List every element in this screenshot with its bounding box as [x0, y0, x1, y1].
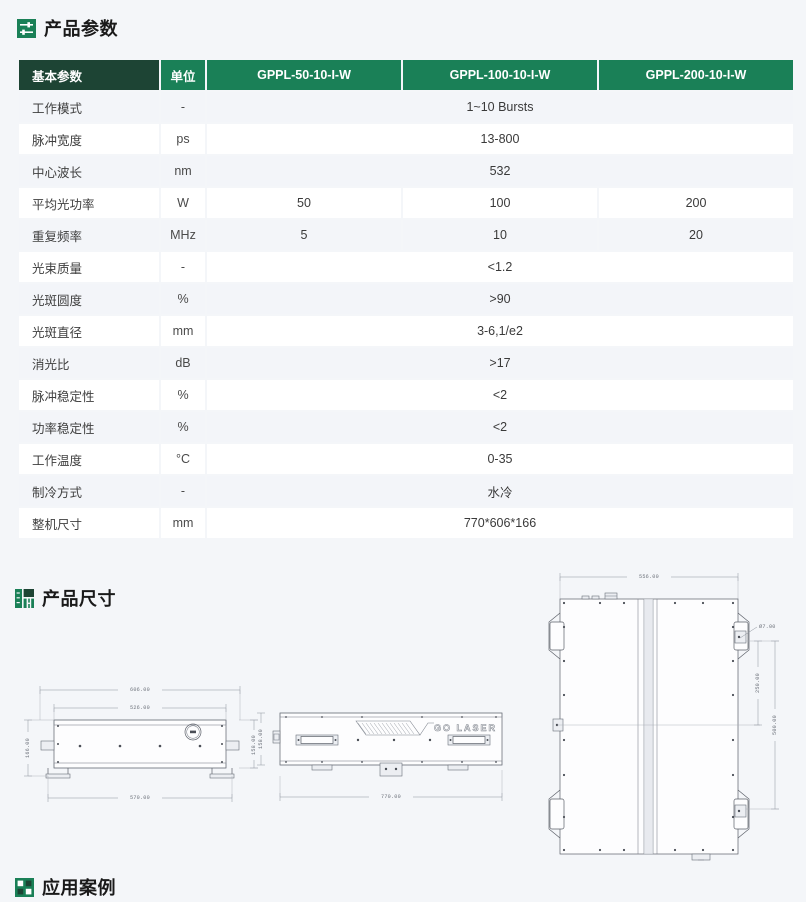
cell-unit: ps [161, 124, 205, 154]
spec-table-wrapper: 基本参数 单位 GPPL-50-10-I-W GPPL-100-10-I-W G… [17, 58, 793, 540]
sliders-icon [17, 19, 36, 38]
dim-overall-width: 606.00 [130, 687, 150, 693]
cell-value-merged: 770*606*166 [207, 508, 793, 538]
cell-unit: % [161, 380, 205, 410]
section-header-product-parameters: 产品参数 [17, 19, 118, 38]
drawing-front-view: GO LASER 158.00 [255, 712, 503, 802]
cell-unit: mm [161, 316, 205, 346]
cell-value: 10 [403, 220, 597, 250]
dim-depth: 500.00 [772, 715, 778, 735]
cell-unit: nm [161, 156, 205, 186]
cell-unit: - [161, 92, 205, 122]
cell-parameter-name: 整机尺寸 [19, 508, 159, 538]
dim-height: 166.00 [25, 738, 31, 758]
cell-unit: MHz [161, 220, 205, 250]
column-header-unit: 单位 [161, 60, 205, 90]
table-row: 制冷方式-水冷 [19, 476, 793, 506]
brand-label: GO LASER [434, 723, 497, 733]
cell-value-merged: <2 [207, 380, 793, 410]
cell-parameter-name: 平均光功率 [19, 188, 159, 218]
cell-parameter-name: 脉冲稳定性 [19, 380, 159, 410]
cell-value-merged: <1.2 [207, 252, 793, 282]
table-row: 工作模式-1~10 Bursts [19, 92, 793, 122]
cell-unit: mm [161, 508, 205, 538]
table-row: 功率稳定性%<2 [19, 412, 793, 442]
cell-parameter-name: 制冷方式 [19, 476, 159, 506]
cell-value: 100 [403, 188, 597, 218]
cell-unit: dB [161, 348, 205, 378]
cell-value: 20 [599, 220, 793, 250]
cell-value: 50 [207, 188, 401, 218]
cell-unit: °C [161, 444, 205, 474]
cell-unit: % [161, 284, 205, 314]
dim-inner-width: 526.00 [130, 705, 150, 711]
ruler-dimension-icon [15, 589, 34, 608]
cell-parameter-name: 脉冲宽度 [19, 124, 159, 154]
section-header-product-dimensions: 产品尺寸 [15, 589, 116, 608]
cell-parameter-name: 光束质量 [19, 252, 159, 282]
technical-drawings: 606.00 526.00 [0, 560, 806, 890]
table-row: 脉冲稳定性%<2 [19, 380, 793, 410]
cell-value-merged: 3-6,1/e2 [207, 316, 793, 346]
dim-right-height: 158.00 [251, 735, 257, 755]
section-title: 产品尺寸 [42, 588, 116, 609]
cell-value-merged: <2 [207, 412, 793, 442]
cell-unit: - [161, 252, 205, 282]
dim-length: 770.00 [381, 794, 401, 800]
table-row: 光束质量-<1.2 [19, 252, 793, 282]
dim-half-depth: 250.00 [755, 673, 761, 693]
drawing-top-view: 556.00 [548, 571, 781, 861]
column-header-model-1: GPPL-50-10-I-W [207, 60, 401, 90]
cell-parameter-name: 光斑直径 [19, 316, 159, 346]
dim-hole-diameter: Ø7.00 [759, 623, 776, 630]
dim-front-height: 158.00 [258, 729, 264, 749]
cell-unit: % [161, 412, 205, 442]
cell-value-merged: 13-800 [207, 124, 793, 154]
cell-value-merged: 0-35 [207, 444, 793, 474]
column-header-basic-parameter: 基本参数 [19, 60, 159, 90]
table-row: 光斑圆度%>90 [19, 284, 793, 314]
section-title: 应用案例 [42, 877, 116, 898]
column-header-model-3: GPPL-200-10-I-W [599, 60, 793, 90]
cell-value-merged: 1~10 Bursts [207, 92, 793, 122]
cell-value-merged: 水冷 [207, 476, 793, 506]
table-header: 基本参数 单位 GPPL-50-10-I-W GPPL-100-10-I-W G… [19, 60, 793, 90]
table-header-row: 基本参数 单位 GPPL-50-10-I-W GPPL-100-10-I-W G… [19, 60, 793, 90]
dim-top-width: 556.00 [639, 574, 659, 580]
cell-parameter-name: 中心波长 [19, 156, 159, 186]
cell-parameter-name: 功率稳定性 [19, 412, 159, 442]
cell-value: 200 [599, 188, 793, 218]
cell-value-merged: >17 [207, 348, 793, 378]
cell-parameter-name: 工作温度 [19, 444, 159, 474]
section-title: 产品参数 [44, 18, 118, 39]
column-header-model-2: GPPL-100-10-I-W [403, 60, 597, 90]
section-header-application-cases: 应用案例 [15, 878, 116, 897]
cell-parameter-name: 消光比 [19, 348, 159, 378]
cell-parameter-name: 重复频率 [19, 220, 159, 250]
cell-value: 5 [207, 220, 401, 250]
product-parameters-table: 基本参数 单位 GPPL-50-10-I-W GPPL-100-10-I-W G… [17, 58, 795, 540]
cell-unit: W [161, 188, 205, 218]
dim-base-width: 570.00 [130, 795, 150, 801]
cell-unit: - [161, 476, 205, 506]
cell-parameter-name: 光斑圆度 [19, 284, 159, 314]
cell-value-merged: 532 [207, 156, 793, 186]
cell-parameter-name: 工作模式 [19, 92, 159, 122]
drawing-side-view: 606.00 526.00 [22, 684, 260, 803]
application-grid-icon [15, 878, 34, 897]
cell-value-merged: >90 [207, 284, 793, 314]
